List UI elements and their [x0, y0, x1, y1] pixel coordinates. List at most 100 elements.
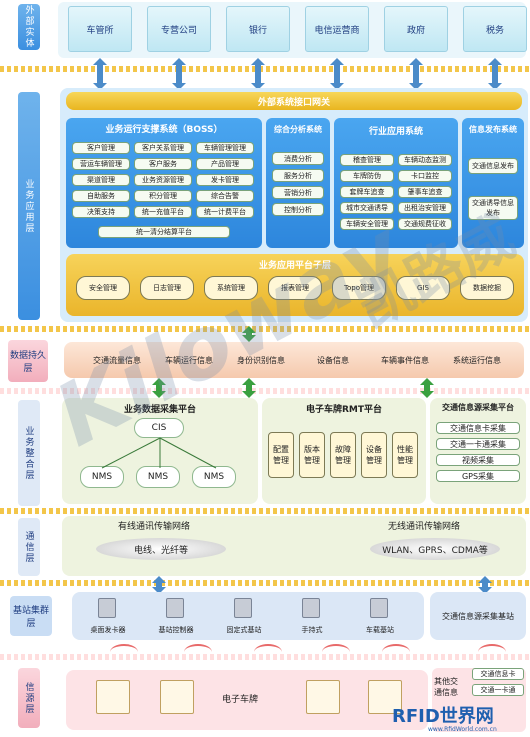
layer-label-text: 信源层 [23, 681, 34, 715]
analysis-panel [266, 118, 330, 248]
tag-icon [368, 680, 402, 714]
layer-label-source: 信源层 [18, 668, 40, 728]
wireless-network: WLAN、GPRS、CDMA等 [370, 538, 500, 560]
boss-item: 车辆管理管理 [196, 142, 254, 154]
station-item: 基站控制器 [158, 626, 194, 634]
rmt-item: 版本管理 [299, 432, 325, 478]
analysis-item: 消费分析 [272, 152, 324, 165]
layer-label-persistence: 数据持久层 [8, 340, 48, 382]
platform-item: 报表管理 [268, 276, 322, 300]
publish-title: 信息发布系统 [469, 125, 517, 134]
boss-item: 自助服务 [72, 190, 130, 202]
separator [0, 508, 530, 514]
traffic-station: 交通信息源采集基站 [430, 592, 526, 640]
industry-item: 卡口监控 [398, 170, 452, 182]
device-icon [302, 598, 320, 618]
rmt-item: 性能管理 [392, 432, 418, 478]
industry-item: 套牌车追查 [340, 186, 394, 198]
layer-label-text: 业务整合层 [23, 425, 34, 481]
station-item: 固定式基站 [226, 626, 262, 634]
industry-item: 车牌防伪 [340, 170, 394, 182]
double-arrow-icon [409, 58, 423, 90]
layer-label-text: 通信层 [23, 530, 34, 564]
wireless-title: 无线通讯传输网络 [388, 522, 461, 532]
wave-icon [478, 644, 506, 660]
publish-panel [462, 118, 524, 248]
platform-item: 数据挖掘 [460, 276, 514, 300]
tag-icon [160, 680, 194, 714]
industry-title: 行业应用系统 [368, 127, 423, 137]
external-entity: 车管所 [68, 6, 132, 52]
boss-item: 发卡管理 [196, 174, 254, 186]
layer-label-communication: 通信层 [18, 518, 40, 576]
boss-item: 客户关系管理 [134, 142, 192, 154]
double-arrow-icon [172, 58, 186, 90]
double-arrow-icon [242, 326, 256, 342]
industry-item: 稽查管理 [340, 154, 394, 166]
analysis-item: 营销分析 [272, 186, 324, 199]
external-entities [58, 2, 526, 58]
double-arrow-icon [242, 378, 256, 398]
industry-item: 城市交通诱导 [340, 202, 394, 214]
layer-label-text: 业务应用层 [23, 178, 34, 234]
persistence-item: 车辆事件信息 [381, 355, 429, 365]
cis-node: CIS [134, 418, 184, 438]
traffic-source-platform [430, 398, 526, 504]
other-source-label: 其他交通信息 [434, 677, 458, 697]
layer-label-text: 数据持久层 [10, 351, 47, 374]
separator [0, 388, 530, 394]
layer-label-integration: 业务整合层 [18, 400, 40, 506]
external-entity: 税务 [463, 6, 527, 52]
persistence-item: 车辆运行信息 [165, 355, 213, 365]
wave-icon [382, 644, 410, 660]
industry-item: 肇事车追查 [398, 186, 452, 198]
boss-title: 业务运行支撑系统（BOSS） [105, 125, 223, 135]
device-icon [234, 598, 252, 618]
layer-label-base-station: 基站集群层 [10, 596, 52, 636]
device-icon [98, 598, 116, 618]
device-icon [166, 598, 184, 618]
station-item: 车载基站 [366, 626, 394, 634]
boss-item: 积分管理 [134, 190, 192, 202]
layer-label-text: 基站集群层 [12, 606, 49, 629]
wave-icon [184, 644, 212, 660]
traffic-source-item: 交通一卡通采集 [436, 438, 520, 450]
wave-icon [254, 644, 282, 660]
link-line [101, 437, 161, 469]
plate-label: 电子车牌 [221, 694, 258, 705]
collection-links [101, 437, 217, 469]
nms-node: NMS [136, 466, 180, 488]
wired-network: 电线、光纤等 [96, 538, 226, 560]
watermark-url: www.RfidWorld.com.cn [428, 726, 497, 733]
separator [0, 580, 530, 586]
boss-item: 产品管理 [196, 158, 254, 170]
rmt-title: 电子车牌RMT平台 [305, 405, 383, 415]
wave-icon [110, 644, 138, 660]
other-source-item: 交通一卡通 [472, 684, 524, 696]
double-arrow-icon [93, 58, 107, 90]
station-item: 桌面发卡器 [90, 626, 126, 634]
tag-icon [96, 680, 130, 714]
publish-item: 交通信息发布 [468, 158, 518, 174]
tag-icon [306, 680, 340, 714]
double-arrow-icon [152, 576, 166, 594]
nms-node: NMS [80, 466, 124, 488]
boss-item: 统一计费平台 [196, 206, 254, 218]
collection-title: 业务数据采集平台 [123, 405, 196, 415]
analysis-title: 综合分析系统 [274, 125, 322, 134]
analysis-item: 控制分析 [272, 203, 324, 216]
traffic-source-item: GPS采集 [436, 470, 520, 482]
external-entity: 专营公司 [147, 6, 211, 52]
boss-footer: 统一清分结算平台 [98, 226, 230, 238]
publish-item: 交通诱导信息发布 [468, 196, 518, 220]
double-arrow-icon [420, 378, 434, 398]
rmt-item: 故障管理 [330, 432, 356, 478]
boss-item: 综合告警 [196, 190, 254, 202]
boss-item: 客户管理 [72, 142, 130, 154]
persistence-item: 身份识别信息 [237, 355, 285, 365]
boss-item: 渠道管理 [72, 174, 130, 186]
persistence-item: 交通流量信息 [93, 355, 141, 365]
device-icon [370, 598, 388, 618]
industry-item: 出租治安管理 [398, 202, 452, 214]
layer-label-application: 业务应用层 [18, 92, 40, 320]
